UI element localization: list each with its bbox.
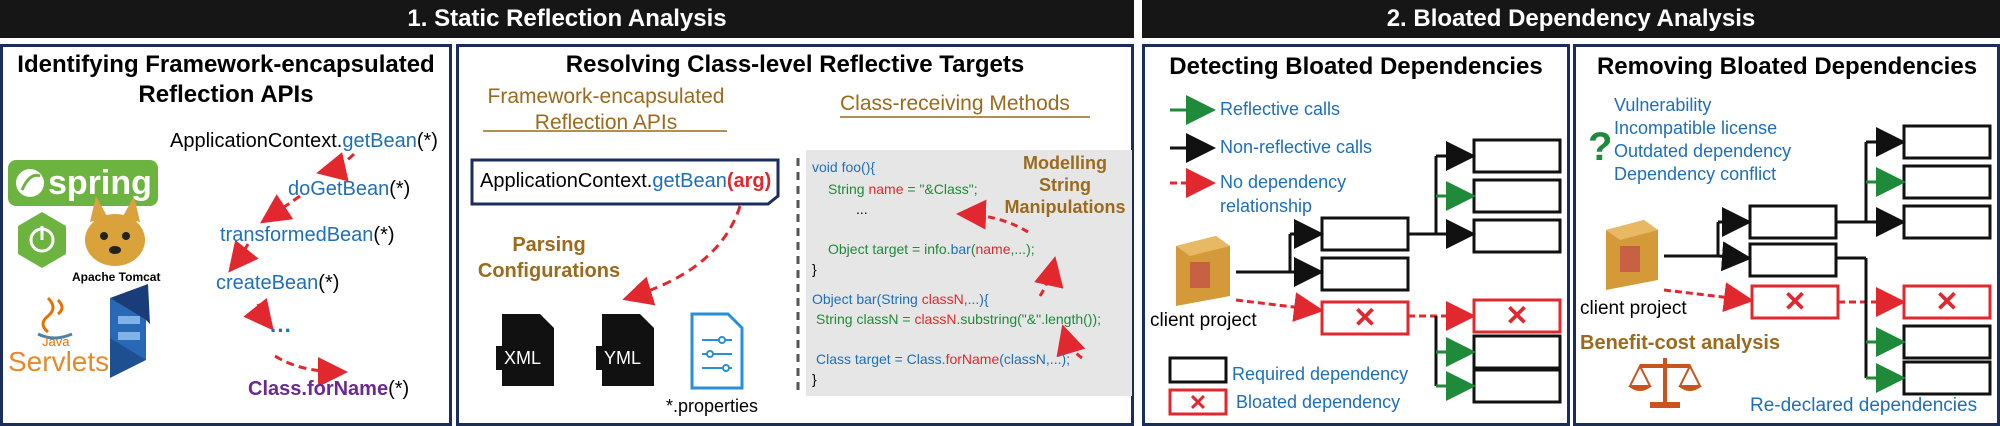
- java-label: Java: [42, 334, 70, 349]
- yml-label: YML: [604, 348, 642, 368]
- subtitle-framework-apis: Framework-encapsulated Reflection APIs: [487, 85, 725, 134]
- spring-logo: [8, 160, 158, 206]
- reason-conflict: Dependency conflict: [1614, 164, 1777, 184]
- hibernate-logo: [110, 284, 150, 378]
- client-project-label: client project: [1150, 310, 1257, 331]
- client-project-label-2: client project: [1580, 298, 1687, 319]
- reason-outdated: Outdated dependency: [1614, 141, 1792, 161]
- svg-text:✕: ✕: [1353, 302, 1376, 333]
- code-line-3: ...: [856, 201, 868, 217]
- legend-required: Required dependency: [1232, 364, 1409, 384]
- reason-license: Incompatible license: [1614, 118, 1778, 138]
- svg-text:✕: ✕: [1505, 300, 1528, 331]
- benefit-cost-analysis: Benefit-cost analysis: [1580, 332, 1781, 354]
- panel-removing: [1573, 44, 2000, 426]
- tomcat-label: Apache Tomcat: [72, 270, 161, 284]
- svg-text:✕: ✕: [1783, 286, 1806, 317]
- svg-text:✕: ✕: [1189, 390, 1207, 415]
- chain-getbean: ApplicationContext.getBean(*): [170, 130, 438, 152]
- panel3-title: Detecting Bloated Dependencies: [1169, 53, 1543, 80]
- code-line-2: String name = "&Class";: [828, 181, 978, 197]
- reason-vulnerability: Vulnerability: [1614, 95, 1712, 115]
- spring-logo-text: spring: [48, 164, 152, 202]
- panel1-title: Identifying Framework-encapsulated Refle…: [17, 51, 435, 108]
- client-project-icon: [1176, 236, 1230, 306]
- chain-ellipsis: ···: [270, 318, 292, 343]
- properties-file-icon: [690, 312, 744, 390]
- code-line-9: }: [812, 371, 817, 387]
- chain-createbean: createBean(*): [216, 272, 340, 294]
- api-box: [470, 158, 780, 206]
- chain-dogetbean: doGetBean(*): [288, 178, 411, 200]
- code-line-5: }: [812, 261, 817, 277]
- code-line-4: Object target = info.bar(name,...);: [828, 241, 1035, 257]
- legend-non-reflective: Non-reflective calls: [1220, 137, 1373, 157]
- modelling-string-manipulations: Modelling String Manipulations: [1004, 153, 1126, 217]
- servlets-label: Servlets: [8, 346, 110, 377]
- spring-boot-logo: [18, 212, 66, 268]
- tomcat-logo: [85, 196, 145, 266]
- xml-label: XML: [504, 348, 542, 368]
- client-project-icon-2: [1606, 220, 1658, 290]
- panel4-title: Removing Bloated Dependencies: [1596, 53, 1978, 80]
- code-line-6: Object bar(String classN,...){: [812, 291, 989, 307]
- java-logo: [37, 296, 73, 340]
- yml-file-icon: [596, 314, 654, 386]
- panel-detecting: [1142, 44, 1570, 426]
- panel-identifying: [0, 44, 452, 426]
- scales-icon: [1628, 358, 1702, 408]
- bloated-analysis-header: 2. Bloated Dependency Analysis: [1142, 0, 2000, 38]
- panel-resolving: [456, 44, 1134, 426]
- legend-reflective: Reflective calls: [1220, 99, 1341, 119]
- static-analysis-header: 1. Static Reflection Analysis: [0, 0, 1134, 38]
- panel2-title: Resolving Class-level Reflective Targets: [565, 51, 1025, 78]
- question-mark-icon: ?: [1588, 125, 1612, 169]
- legend-no-dependency: No dependency relationship: [1220, 172, 1347, 216]
- code-line-8: Class target = Class.forName(classN,...)…: [816, 351, 1071, 367]
- api-box-text: ApplicationContext.getBean(arg): [480, 170, 772, 192]
- chain-transformedbean: transformedBean(*): [220, 224, 395, 246]
- svg-text:✕: ✕: [1935, 286, 1958, 317]
- parsing-configurations: Parsing Configurations: [477, 234, 621, 282]
- xml-file-icon: [496, 314, 554, 386]
- properties-label: *.properties: [666, 396, 759, 416]
- chain-forname: Class.forName(*): [248, 378, 410, 400]
- code-line-1: void foo(){: [812, 159, 876, 175]
- legend-bloated: Bloated dependency: [1236, 392, 1401, 412]
- redeclared-dependencies: Re-declared dependencies: [1750, 395, 1978, 416]
- code-line-7: String classN = classN.substring("&".len…: [816, 311, 1101, 327]
- subtitle-class-receiving: Class-receiving Methods: [840, 92, 1070, 115]
